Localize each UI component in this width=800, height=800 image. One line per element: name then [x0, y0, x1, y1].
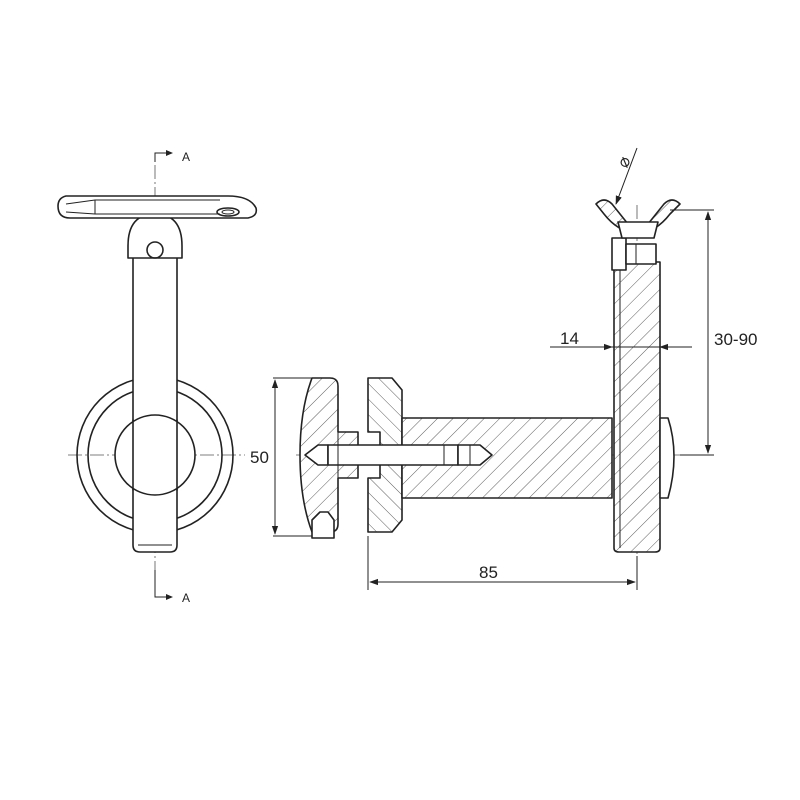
- threaded-stud: [327, 444, 459, 466]
- pivot-pin: [146, 241, 164, 259]
- section-label-bottom: A: [182, 591, 190, 605]
- bracket-boss: [114, 414, 196, 496]
- set-screw: [311, 511, 335, 539]
- dimension-30-90: 30-90: [670, 209, 757, 456]
- dimension-14: 14: [550, 329, 692, 351]
- dimension-label-30-90: 30-90: [714, 330, 757, 349]
- dimension-label-50: 50: [250, 448, 269, 467]
- post-nut: [659, 417, 675, 499]
- front-view: A A: [57, 150, 258, 605]
- dimension-85: 85: [367, 536, 638, 590]
- section-mark-top: A: [154, 150, 190, 164]
- bracket-joint: [127, 213, 183, 259]
- dimension-50: 50: [250, 377, 312, 537]
- dimension-label-85: 85: [479, 563, 498, 582]
- top-pivot-pin: [625, 243, 657, 265]
- section-mark-bottom: A: [154, 570, 190, 605]
- screw-hole: [216, 207, 240, 217]
- stud-tip-right: [457, 444, 493, 466]
- arm-tube: [401, 417, 613, 499]
- diameter-symbol: ⌀: [613, 154, 634, 171]
- section-view: [296, 199, 710, 560]
- saddle-stem: [617, 221, 659, 239]
- dimension-label-14: 14: [560, 329, 579, 348]
- saddle-plate: [57, 195, 258, 219]
- bracket-arm: [132, 227, 178, 553]
- top-pivot-head: [611, 237, 627, 271]
- dimension-diameter: ⌀: [613, 147, 638, 205]
- section-label-top: A: [182, 150, 190, 164]
- upright-post: [613, 261, 661, 553]
